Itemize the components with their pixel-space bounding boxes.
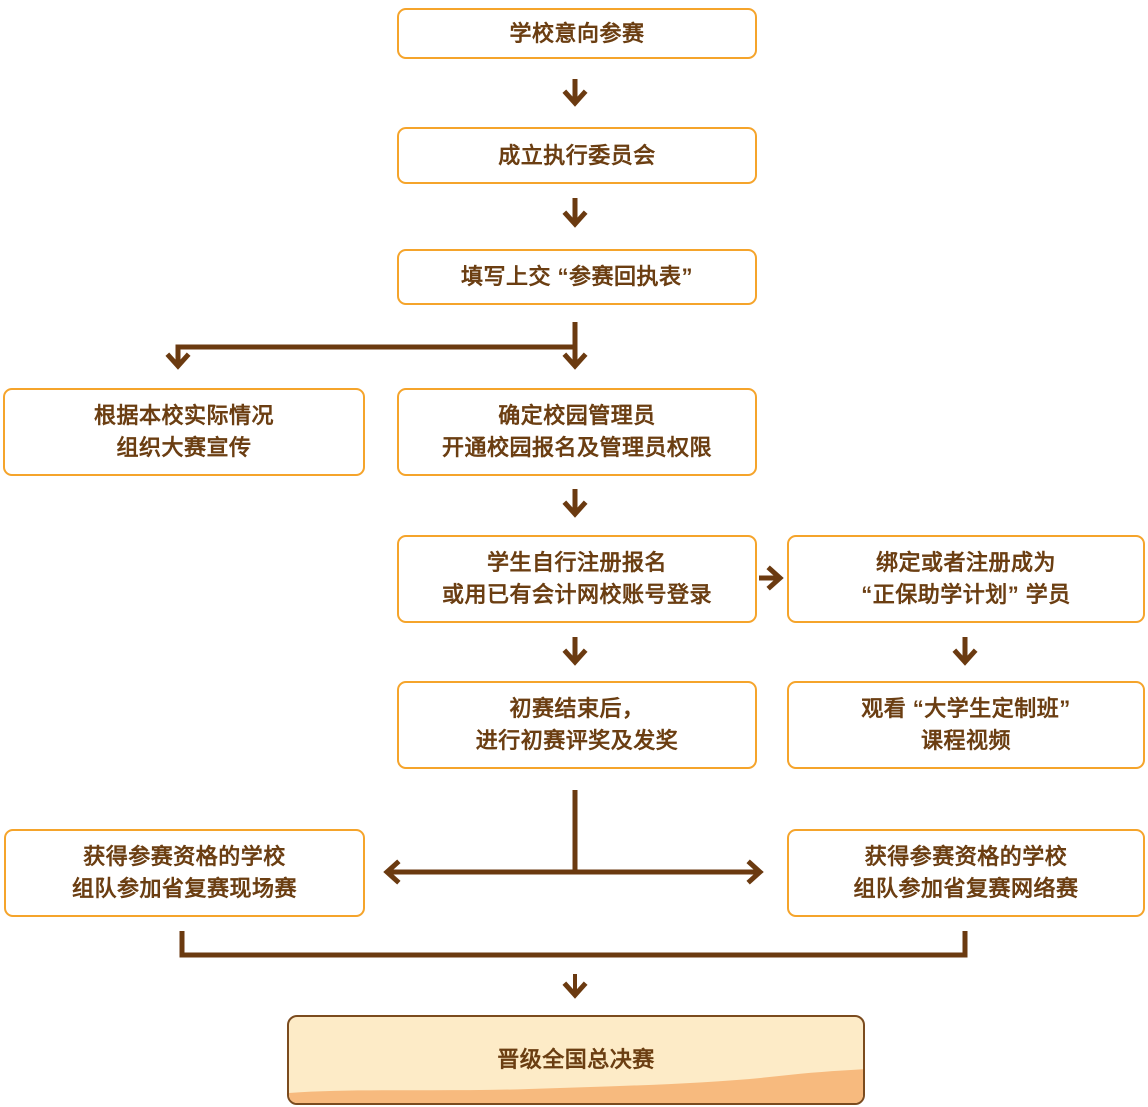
- node-promotion: 根据本校实际情况 组织大赛宣传: [3, 388, 365, 476]
- node-finals-label: 晋级全国总决赛: [497, 1047, 655, 1073]
- node-onsite-line2: 组队参加省复赛现场赛: [71, 876, 297, 901]
- node-online-line2: 组队参加省复赛网络赛: [853, 876, 1079, 901]
- node-finals: 晋级全国总决赛: [287, 1015, 865, 1105]
- node-onsite-line1: 获得参赛资格的学校: [83, 844, 286, 870]
- node-school-intent-label: 学校意向参赛: [509, 20, 645, 46]
- node-receipt: 填写上交 “参赛回执表”: [397, 249, 757, 305]
- node-preliminary-line1: 初赛结束后，: [509, 696, 645, 722]
- node-receipt-label: 填写上交 “参赛回执表”: [460, 264, 694, 290]
- node-zhengbao-line1: 绑定或者注册成为: [875, 550, 1056, 576]
- node-admin-line2: 开通校园报名及管理员权限: [441, 435, 712, 460]
- node-preliminary-line2: 进行初赛评奖及发奖: [475, 728, 679, 753]
- node-promotion-line1: 根据本校实际情况: [93, 403, 274, 429]
- node-onsite: 获得参赛资格的学校 组队参加省复赛现场赛: [4, 829, 365, 917]
- node-online: 获得参赛资格的学校 组队参加省复赛网络赛: [787, 829, 1145, 917]
- connector-receipt-to-promotion: [165, 322, 578, 370]
- node-preliminary: 初赛结束后， 进行初赛评奖及发奖: [397, 681, 757, 769]
- node-course-line1: 观看 “大学生定制班”: [861, 696, 1071, 722]
- node-course: 观看 “大学生定制班” 课程视频: [787, 681, 1145, 769]
- node-zhengbao: 绑定或者注册成为 “正保助学计划” 学员: [787, 535, 1145, 623]
- node-zhengbao-line2: “正保助学计划” 学员: [861, 582, 1071, 607]
- node-promotion-line2: 组织大赛宣传: [116, 435, 252, 460]
- node-course-line2: 课程视频: [920, 728, 1011, 753]
- node-register: 学生自行注册报名 或用已有会计网校账号登录: [397, 535, 757, 623]
- node-school-intent: 学校意向参赛: [397, 8, 757, 59]
- node-committee-label: 成立执行委员会: [498, 142, 656, 168]
- connector-merge-rail: [179, 931, 968, 958]
- node-admin: 确定校园管理员 开通校园报名及管理员权限: [397, 388, 757, 476]
- node-online-line1: 获得参赛资格的学校: [864, 844, 1068, 870]
- node-committee: 成立执行委员会: [397, 127, 757, 184]
- node-admin-line1: 确定校园管理员: [498, 403, 656, 429]
- node-register-line2: 或用已有会计网校账号登录: [441, 582, 712, 607]
- node-register-line1: 学生自行注册报名: [486, 550, 667, 576]
